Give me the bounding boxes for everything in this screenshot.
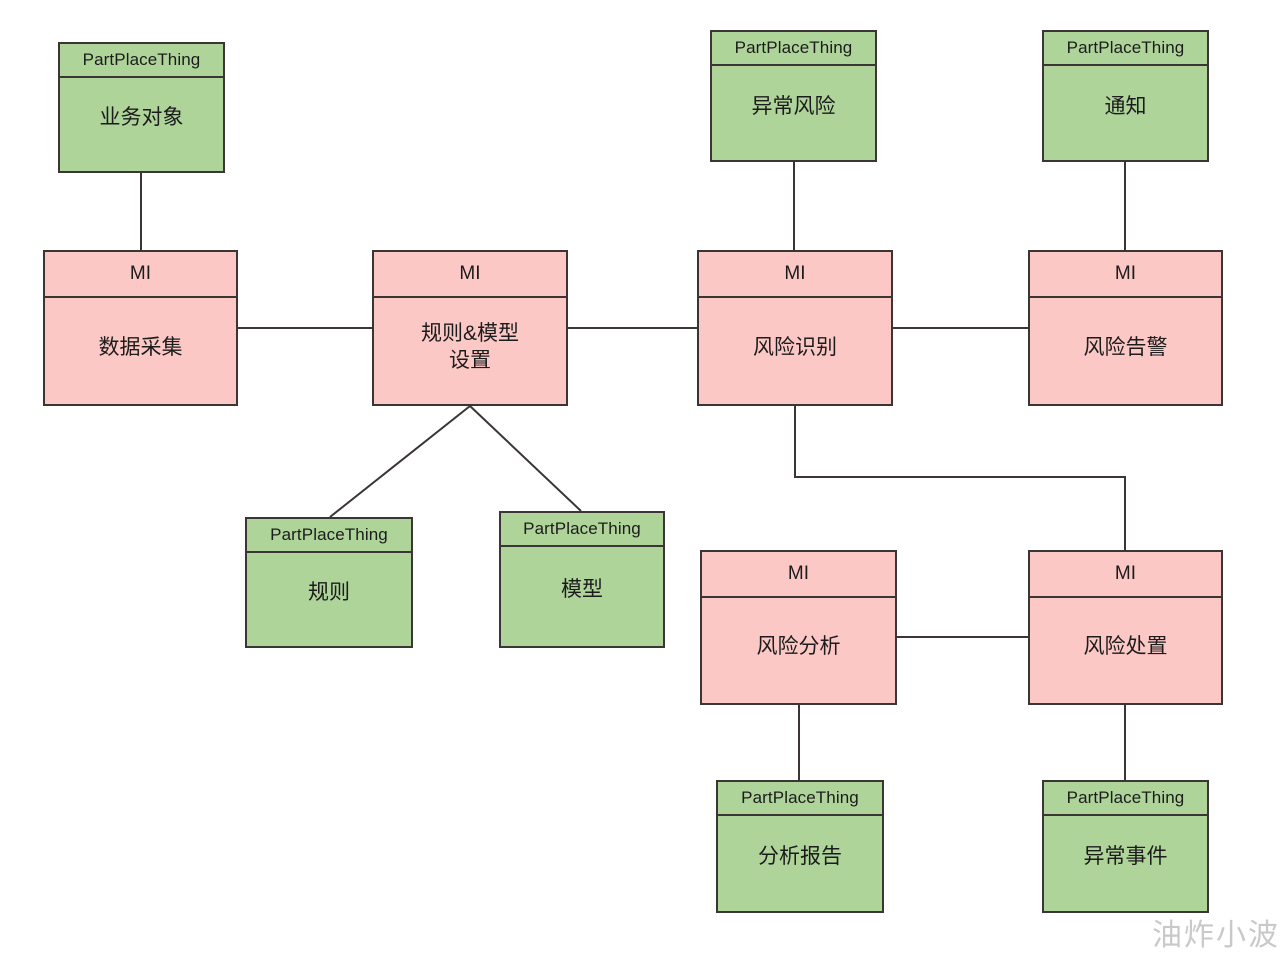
watermark: 油炸小波 bbox=[1152, 919, 1280, 952]
connector-risk-identify-to-risk-disposition bbox=[794, 406, 1126, 550]
connector-rule-model-setup-to-model bbox=[469, 405, 582, 512]
node-label-abnormal-risk: 异常风险 bbox=[712, 66, 875, 160]
node-label-risk-analysis: 风险分析 bbox=[702, 598, 895, 703]
node-label-risk-alarm: 风险告警 bbox=[1030, 298, 1221, 404]
node-stereotype-business-object: PartPlaceThing bbox=[60, 44, 223, 78]
node-label-model: 模型 bbox=[501, 547, 663, 646]
node-label-notification: 通知 bbox=[1044, 66, 1207, 160]
node-stereotype-risk-disposition: MI bbox=[1030, 552, 1221, 598]
node-label-analysis-report: 分析报告 bbox=[718, 816, 882, 911]
node-stereotype-analysis-report: PartPlaceThing bbox=[718, 782, 882, 816]
node-stereotype-notification: PartPlaceThing bbox=[1044, 32, 1207, 66]
connector-rule-model-setup-to-rule bbox=[329, 405, 471, 518]
node-stereotype-data-collection: MI bbox=[45, 252, 236, 298]
node-stereotype-model: PartPlaceThing bbox=[501, 513, 663, 547]
node-stereotype-abnormal-event: PartPlaceThing bbox=[1044, 782, 1207, 816]
node-stereotype-risk-alarm: MI bbox=[1030, 252, 1221, 298]
node-label-risk-disposition: 风险处置 bbox=[1030, 598, 1221, 703]
node-stereotype-rule-model-setup: MI bbox=[374, 252, 566, 298]
node-label-data-collection: 数据采集 bbox=[45, 298, 236, 404]
node-stereotype-rule: PartPlaceThing bbox=[247, 519, 411, 553]
node-stereotype-risk-identify: MI bbox=[699, 252, 891, 298]
node-stereotype-abnormal-risk: PartPlaceThing bbox=[712, 32, 875, 66]
node-stereotype-risk-analysis: MI bbox=[702, 552, 895, 598]
node-label-abnormal-event: 异常事件 bbox=[1044, 816, 1207, 911]
node-label-rule-model-setup: 规则&模型设置 bbox=[374, 298, 566, 404]
node-label-rule: 规则 bbox=[247, 553, 411, 646]
node-label-risk-identify: 风险识别 bbox=[699, 298, 891, 404]
node-label-business-object: 业务对象 bbox=[60, 78, 223, 171]
